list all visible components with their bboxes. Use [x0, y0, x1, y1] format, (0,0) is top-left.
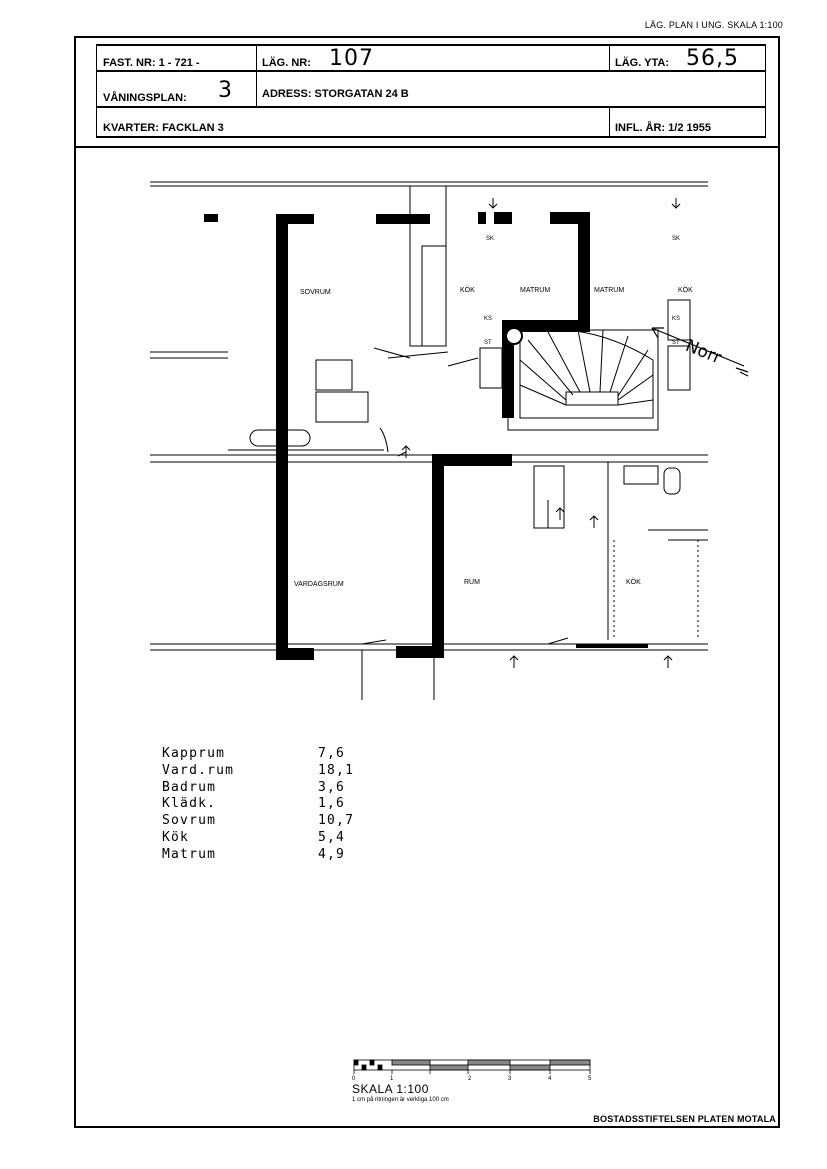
publisher-label: BOSTADSSTIFTELSEN PLATEN MOTALA	[593, 1114, 776, 1124]
header-line	[765, 44, 766, 138]
lag-nr-value: 107	[329, 46, 374, 71]
list-item: Badrum 3,6	[162, 780, 354, 797]
plan-scale-caption: LÄG. PLAN I UNG. SKALA 1:100	[644, 20, 783, 30]
vaningsplan-value: 3	[218, 78, 233, 103]
header-table: FAST. NR: 1 - 721 - LÄG. NR: 107 LÄG. YT…	[96, 44, 766, 138]
infl-label: INFL. ÅR: 1/2 1955	[615, 122, 711, 134]
header-line	[96, 106, 766, 108]
scale-bar-graphic: 0 1 2 3 4 5	[352, 1059, 592, 1082]
room-label-ks-right: KS	[672, 316, 680, 322]
room-label-sk-left: SK	[486, 236, 494, 242]
room-label-matrum-left: MATRUM	[520, 287, 550, 294]
scale-bar: 0 1 2 3 4 5 SKALA 1:100 1 cm på ritninge…	[348, 1056, 608, 1103]
header-line	[96, 136, 766, 138]
list-item: Kapprum 7,6	[162, 746, 354, 763]
header-line	[609, 44, 610, 70]
lag-yta-value: 56,5	[686, 46, 739, 71]
room-label-kok-right: KÖK	[678, 286, 693, 294]
room-label-matrum-right: MATRUM	[594, 287, 624, 294]
room-area: 5,4	[318, 829, 346, 845]
room-area: 4,9	[318, 846, 346, 862]
room-name: Kapprum	[162, 746, 226, 761]
room-name: Kök	[162, 829, 190, 845]
list-item: Matrum 4,9	[162, 847, 354, 864]
room-label-rum: RUM	[464, 579, 480, 586]
room-name: Vard.rum	[162, 762, 235, 778]
scale-label: SKALA 1:100	[352, 1082, 429, 1096]
room-label-kok-lower: KÖK	[626, 578, 641, 586]
room-name: Klädk.	[162, 796, 217, 812]
document-frame: FAST. NR: 1 - 721 - LÄG. NR: 107 LÄG. YT…	[74, 36, 780, 1128]
room-label-vardagsrum: VARDAGSRUM	[294, 581, 344, 588]
list-item: Vard.rum 18,1	[162, 763, 354, 780]
list-item: Klädk. 1,6	[162, 796, 354, 813]
kvarter-label: KVARTER: FACKLAN 3	[103, 122, 224, 134]
scale-tick: 5	[588, 1076, 592, 1082]
fast-nr-label: FAST. NR: 1 - 721 -	[103, 57, 200, 69]
scale-tick: 3	[508, 1076, 512, 1082]
header-separator	[76, 146, 778, 148]
header-line	[96, 44, 97, 138]
scale-tick: 2	[468, 1076, 472, 1082]
header-line	[96, 44, 766, 46]
room-area-list: Kapprum 7,6 Vard.rum 18,1 Badrum 3,6 Klädk.…	[162, 746, 354, 864]
list-item: Kök 5,4	[162, 830, 354, 847]
room-area: 7,6	[318, 746, 346, 761]
header-line	[96, 70, 766, 72]
room-label-ks-left: KS	[484, 316, 492, 322]
room-label-sk-right: SK	[672, 236, 680, 242]
vaningsplan-label: VÅNINGSPLAN:	[103, 92, 187, 104]
lag-nr-label: LÄG. NR:	[262, 57, 311, 69]
scale-note: 1 cm på ritningen är verkliga 100 cm	[352, 1097, 449, 1103]
header-line	[609, 106, 610, 138]
floor-plan: SOVRUM KÖK MATRUM MATRUM KÖK VARDAGSRUM …	[150, 181, 708, 700]
list-item: Sovrum 10,7	[162, 813, 354, 830]
scale-tick: 0	[352, 1076, 356, 1082]
header-line	[256, 44, 257, 106]
room-label-kok-left: KÖK	[460, 286, 475, 294]
scale-tick: 4	[548, 1076, 552, 1082]
room-label-st-left: ST	[484, 340, 492, 346]
room-label-sovrum: SOVRUM	[300, 289, 331, 296]
north-arrow-icon	[651, 327, 749, 377]
room-area: 3,6	[318, 779, 346, 795]
room-area: 1,6	[318, 796, 346, 812]
room-label-st-right: ST	[672, 340, 680, 346]
room-area: 18,1	[318, 762, 355, 778]
room-name: Sovrum	[162, 813, 217, 829]
address-label: ADRESS: STORGATAN 24 B	[262, 88, 409, 100]
room-name: Badrum	[162, 779, 217, 795]
room-name: Matrum	[162, 846, 217, 862]
room-area: 10,7	[318, 813, 355, 829]
scale-tick: 1	[390, 1076, 394, 1082]
lag-yta-label: LÄG. YTA:	[615, 57, 669, 69]
